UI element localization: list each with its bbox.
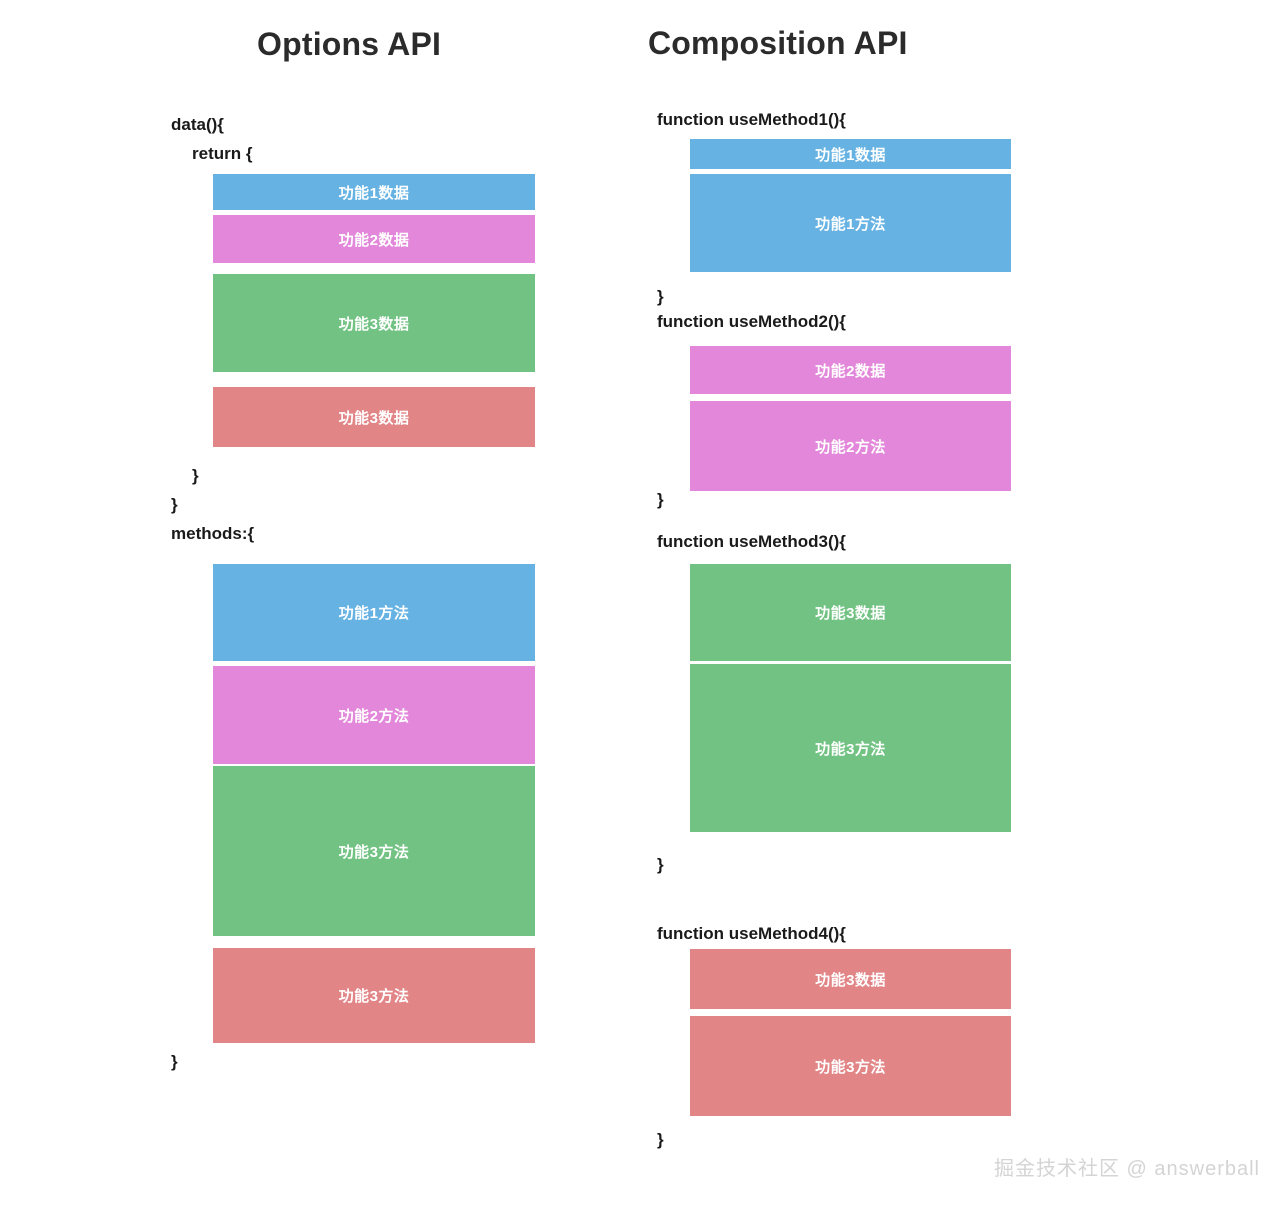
code-usemethod4-open: function useMethod4(){ (657, 924, 846, 943)
options-data-block-4: 功能3数据 (213, 387, 535, 447)
usemethod2-data-block: 功能2数据 (690, 346, 1011, 394)
options-data-block-2-label: 功能2数据 (338, 231, 410, 249)
code-usemethod2-close: } (657, 490, 664, 509)
usemethod3-method-block: 功能3方法 (690, 664, 1011, 832)
code-return-open: return { (192, 144, 253, 163)
code-usemethod1-close: } (657, 287, 664, 306)
composition-api-title: Composition API (648, 25, 908, 61)
usemethod2-method-block: 功能2方法 (690, 401, 1011, 491)
code-return-close: } (192, 466, 199, 485)
options-data-block-4-label: 功能3数据 (338, 409, 410, 427)
usemethod4-data-block: 功能3数据 (690, 949, 1011, 1009)
options-method-block-4-label: 功能3方法 (338, 988, 410, 1005)
options-data-block-3-label: 功能3数据 (338, 315, 410, 333)
usemethod3-method-block-label: 功能3方法 (815, 740, 886, 758)
options-method-block-3: 功能3方法 (213, 766, 535, 936)
code-data-close: } (171, 495, 178, 514)
usemethod2-method-block-label: 功能2方法 (815, 438, 886, 456)
usemethod4-method-block: 功能3方法 (690, 1016, 1011, 1116)
code-usemethod3-close: } (657, 855, 664, 874)
options-method-block-4: 功能3方法 (213, 948, 535, 1043)
options-api-title: Options API (257, 26, 442, 62)
code-methods-open: methods:{ (171, 524, 255, 543)
code-usemethod2-open: function useMethod2(){ (657, 312, 846, 331)
usemethod4-method-block-label: 功能3方法 (815, 1058, 886, 1076)
code-usemethod4-close: } (657, 1130, 664, 1149)
usemethod1-method-block: 功能1方法 (690, 174, 1011, 272)
usemethod3-data-block: 功能3数据 (690, 564, 1011, 661)
usemethod2-data-block-label: 功能2数据 (815, 362, 886, 380)
code-usemethod3-open: function useMethod3(){ (657, 532, 846, 551)
code-data-open: data(){ (171, 115, 224, 134)
usemethod1-data-block: 功能1数据 (690, 139, 1011, 169)
options-method-block-1-label: 功能1方法 (338, 605, 410, 622)
options-data-block-2: 功能2数据 (213, 215, 535, 263)
usemethod1-data-block-label: 功能1数据 (815, 146, 886, 164)
watermark: 掘金技术社区 @ answerball (993, 1158, 1260, 1180)
options-method-block-1: 功能1方法 (213, 564, 535, 661)
options-method-block-2: 功能2方法 (213, 666, 535, 764)
code-usemethod1-open: function useMethod1(){ (657, 110, 846, 129)
options-data-block-1-label: 功能1数据 (338, 184, 410, 202)
usemethod3-data-block-label: 功能3数据 (815, 605, 886, 622)
options-method-block-3-label: 功能3方法 (338, 843, 410, 861)
options-method-block-2-label: 功能2方法 (338, 707, 410, 725)
usemethod4-data-block-label: 功能3数据 (815, 971, 886, 989)
usemethod1-method-block-label: 功能1方法 (815, 215, 886, 233)
code-methods-close: } (171, 1052, 178, 1071)
options-data-block-1: 功能1数据 (213, 174, 535, 210)
options-data-block-3: 功能3数据 (213, 274, 535, 372)
